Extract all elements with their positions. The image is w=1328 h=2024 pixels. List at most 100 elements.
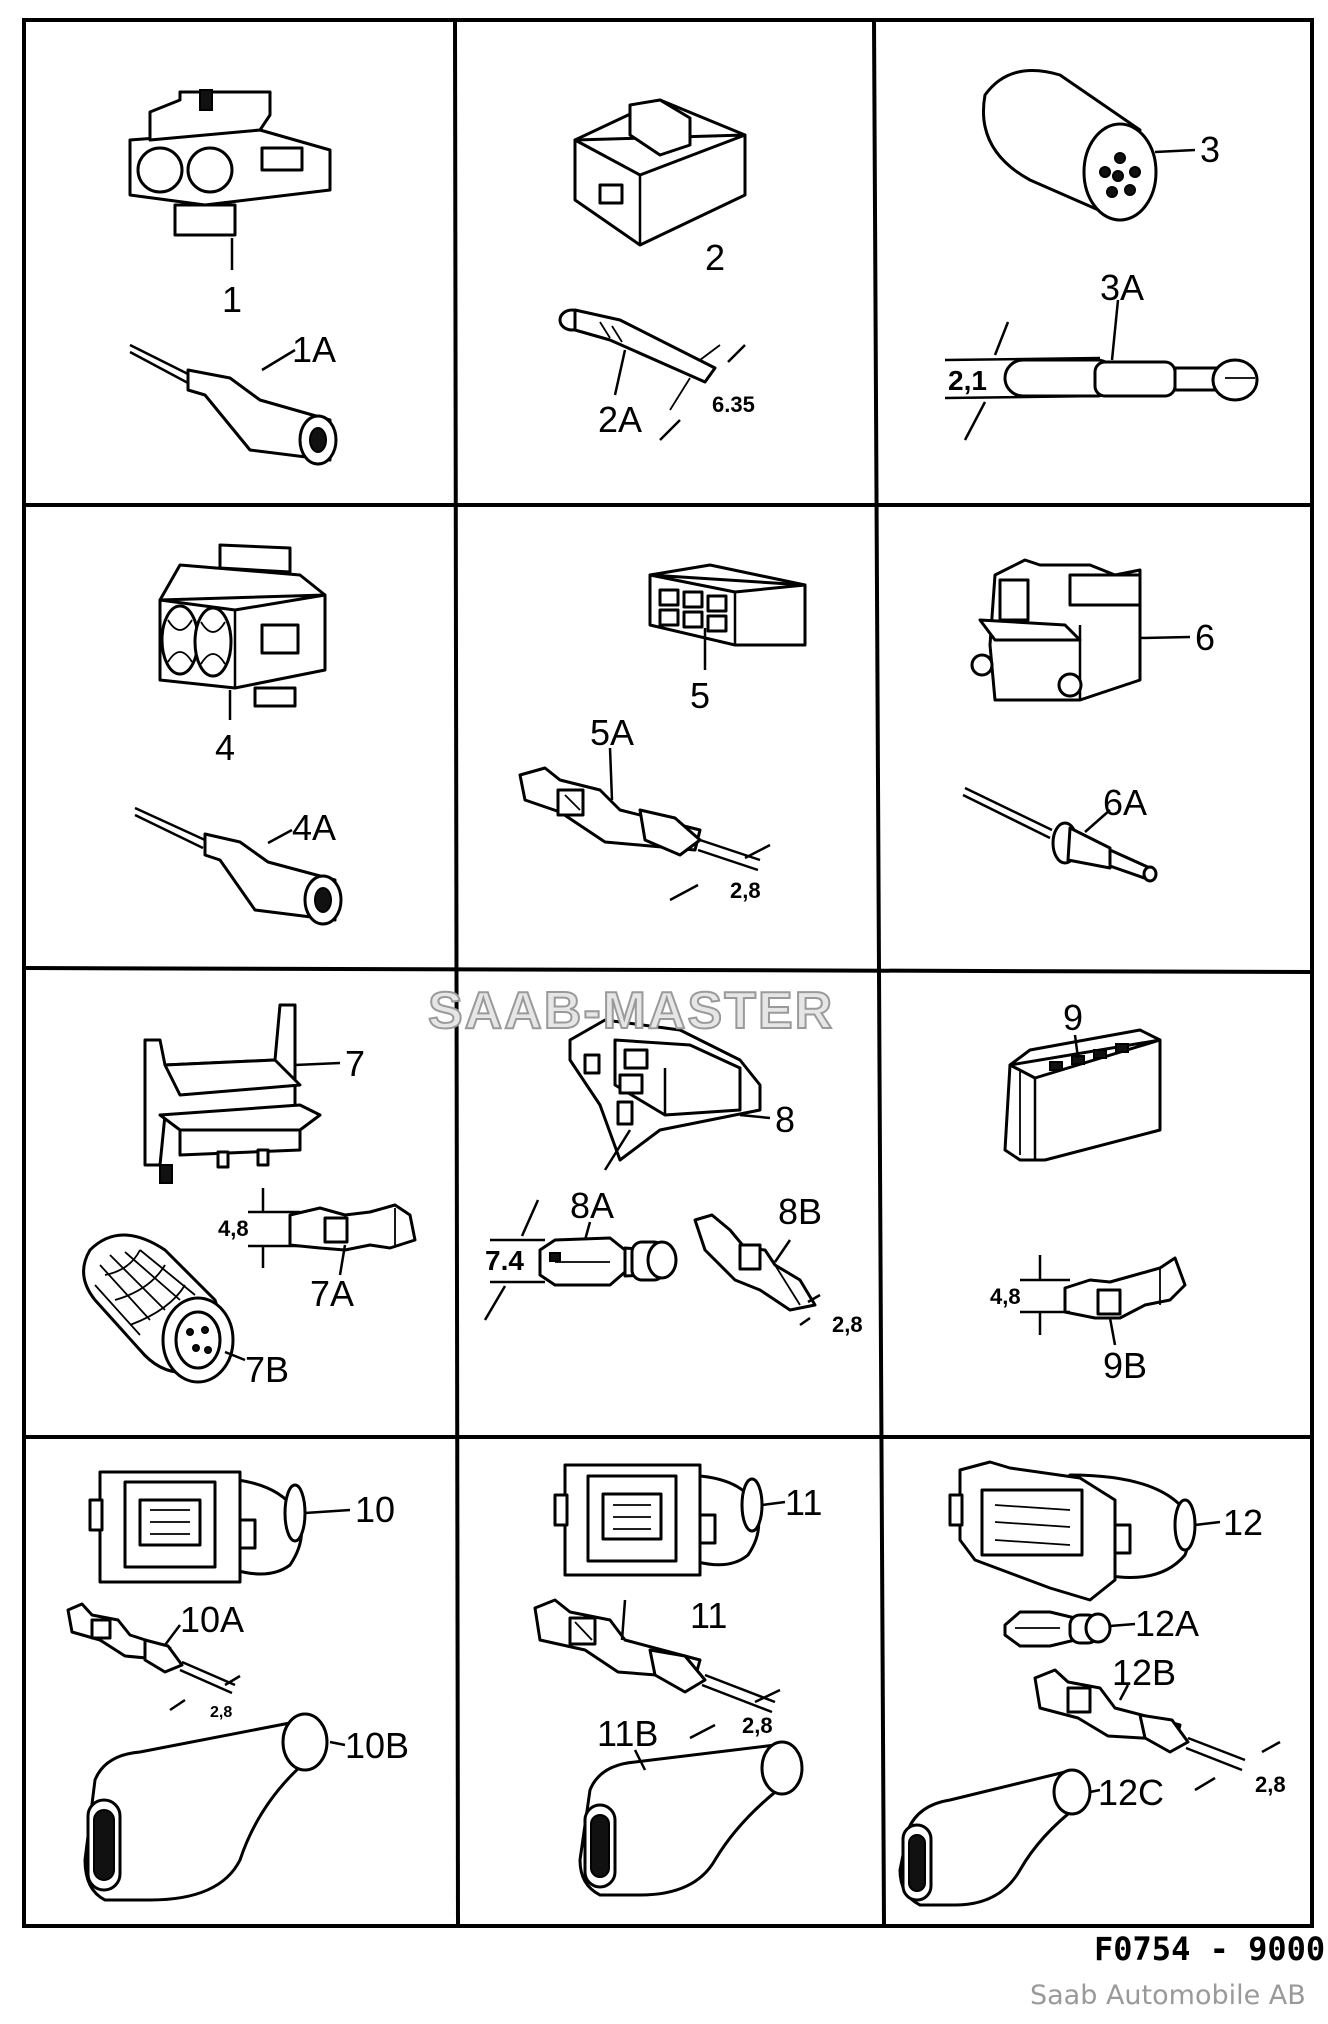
leader-line-10b: [329, 1740, 346, 1747]
leader-line-12c: [1089, 1788, 1101, 1794]
label-12: 12: [1223, 1502, 1263, 1543]
label-12b: 12B: [1112, 1652, 1176, 1693]
leader-line-5a: [608, 747, 614, 801]
leader-line-12: [1194, 1520, 1221, 1527]
terminal-5a: [518, 766, 761, 872]
dimension-10a: 2,8: [210, 1704, 232, 1721]
terminal-12b: [1033, 1668, 1246, 1772]
dimension-arrow-10a-bottom: [169, 1698, 186, 1712]
terminal-10a: [66, 1602, 236, 1695]
terminal-7a: [288, 1203, 417, 1252]
label-4: 4: [215, 727, 235, 768]
label-9b: 9B: [1103, 1345, 1147, 1386]
pin-terminal-6a: [962, 786, 1158, 883]
leader-line-8b-term: [773, 1239, 792, 1263]
leader-line-8a: [583, 1221, 592, 1241]
connector-housing-11: [553, 1463, 764, 1577]
dimension-line-3a-top: [944, 356, 1101, 362]
label-10b: 10B: [345, 1725, 409, 1766]
leader-line-10: [304, 1508, 351, 1515]
dimension-arrow-3a-bottom: [963, 401, 987, 441]
connector-housing-5: [648, 563, 807, 647]
terminal-4a: [134, 806, 343, 926]
label-11-terminal: 11: [690, 1595, 727, 1636]
label-5a: 5A: [590, 712, 634, 753]
dimension-arrow-10a-top: [224, 1674, 241, 1687]
leader-line-6a: [1084, 809, 1111, 833]
leader-line-9: [1073, 1034, 1080, 1059]
connector-housing-2: [573, 98, 747, 247]
label-6a: 6A: [1103, 782, 1147, 823]
dimension-arrow-8b-bottom: [799, 1316, 811, 1327]
leader-line-12a: [1109, 1622, 1136, 1628]
label-8: 8: [775, 1099, 795, 1140]
protective-boot-10b: [83, 1712, 329, 1902]
dimension-line-3a-bottom: [944, 394, 1101, 400]
terminal-8b: [693, 1213, 817, 1312]
label-2a: 2A: [598, 399, 642, 440]
label-7: 7: [345, 1043, 365, 1084]
dimension-arrow-5a-bottom: [669, 883, 699, 902]
dimension-3a: 2,1: [948, 365, 987, 396]
leader-line-3a: [1110, 299, 1120, 361]
connector-housing-10: [88, 1470, 307, 1584]
label-9: 9: [1063, 997, 1083, 1038]
label-4a: 4A: [292, 807, 336, 848]
credit-text: Saab Automobile AB: [1030, 1980, 1306, 2011]
label-3: 3: [1200, 129, 1220, 170]
dimension-arrow-3a-top: [993, 321, 1010, 356]
terminal-8a: [538, 1236, 678, 1287]
terminal-1a: [129, 343, 338, 466]
label-12c: 12C: [1098, 1772, 1164, 1813]
leader-line-11-term: [620, 1599, 627, 1641]
dimension-arrow-11-top: [754, 1688, 781, 1704]
sealing-sleeve-7b: [82, 1233, 235, 1384]
dimension-arrow-12b-bottom: [1194, 1776, 1216, 1792]
leader-line-3: [1154, 148, 1196, 154]
label-7b: 7B: [245, 1349, 289, 1390]
label-2: 2: [705, 237, 725, 278]
leader-line-8b: [603, 1129, 632, 1171]
label-12a: 12A: [1135, 1603, 1199, 1644]
connector-housing-9: [1003, 1028, 1162, 1162]
leader-line-7a: [338, 1244, 347, 1276]
label-10a: 10A: [180, 1599, 244, 1640]
label-1: 1: [222, 279, 242, 320]
terminal-12a: [1003, 1610, 1112, 1648]
label-11b: 11B: [597, 1713, 658, 1754]
leader-line-8: [739, 1113, 771, 1120]
dimension-arrow-8a-bottom: [483, 1285, 507, 1321]
connector-carrier-7: [143, 1003, 322, 1184]
connector-housing-4: [158, 543, 327, 708]
leader-line-9b: [1108, 1317, 1117, 1346]
protective-boot-11b: [578, 1740, 804, 1897]
label-8a: 8A: [570, 1185, 614, 1226]
dimension-11: 2,8: [742, 1713, 773, 1738]
grid-frame: [22, 18, 1314, 1928]
dimension-8b: 2,8: [832, 1312, 863, 1337]
label-7a: 7A: [310, 1273, 354, 1314]
protective-boot-12c: [898, 1768, 1092, 1907]
leader-line-1a: [261, 348, 296, 372]
leader-line-6: [1139, 635, 1191, 640]
dimension-arrow-12b-top: [1261, 1740, 1281, 1754]
label-5: 5: [690, 675, 710, 716]
label-1a: 1A: [292, 329, 336, 370]
watermark: SAAB-MASTER: [428, 982, 834, 1040]
leader-line-2a: [613, 349, 627, 396]
dimension-8a: 7.4: [485, 1245, 524, 1276]
dimension-line-2a-b: [659, 419, 681, 441]
dimension-arrow-8a-top: [520, 1199, 540, 1237]
dimension-arrow-5a-top: [744, 843, 771, 860]
connector-housing-12: [948, 1460, 1197, 1602]
dimension-arrow-11-bottom: [689, 1723, 716, 1740]
dimension-12b: 2,8: [1255, 1772, 1286, 1797]
round-connector-3: [982, 69, 1158, 222]
label-8b: 8B: [778, 1191, 822, 1232]
leader-line-7b: [224, 1350, 246, 1362]
terminal-11: [533, 1598, 776, 1714]
leader-line-11b: [633, 1749, 647, 1771]
leader-line-7: [294, 1061, 341, 1067]
connector-housing-6: [970, 558, 1142, 702]
